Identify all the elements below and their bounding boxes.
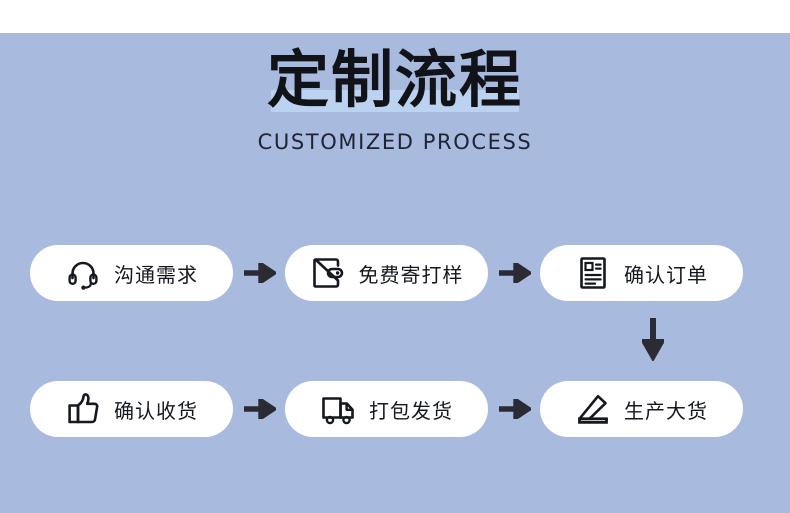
order-document-icon [575,255,611,291]
process-step-pack-ship[interactable]: 打包发货 [285,381,488,437]
process-step-bulk-production[interactable]: 生产大货 [540,381,743,437]
heading-block: 定制流程 CUSTOMIZED PROCESS [0,43,790,154]
process-step-confirm-receipt[interactable]: 确认收货 [30,381,233,437]
top-white-strip [0,0,790,33]
arrow-right-icon [233,399,285,419]
process-step-confirm-order[interactable]: 确认订单 [540,245,743,301]
arrow-right-icon [488,399,540,419]
arrow-right-icon [488,263,540,283]
process-row-1: 沟通需求 免费寄打样 [30,245,760,301]
wallet-icon [310,255,346,291]
arrow-down-icon [637,312,669,364]
title-highlight-bar [270,89,519,112]
thumbs-up-icon [65,391,101,427]
process-step-label: 确认收货 [114,398,198,423]
process-step-communicate[interactable]: 沟通需求 [30,245,233,301]
pen-production-icon [575,391,611,427]
headset-icon [65,255,101,291]
title-wrap: 定制流程 [266,43,523,116]
process-step-label: 免费寄打样 [358,262,464,287]
arrow-right-icon [233,263,285,283]
process-step-free-sample[interactable]: 免费寄打样 [285,245,488,301]
process-step-label: 沟通需求 [114,262,198,287]
process-step-label: 打包发货 [369,398,453,423]
page-title: 定制流程 [266,43,523,116]
process-step-label: 确认订单 [624,262,708,287]
process-step-label: 生产大货 [624,398,708,423]
delivery-truck-icon [320,391,356,427]
page-subtitle: CUSTOMIZED PROCESS [257,129,533,154]
process-row-2: 确认收货 打包发货 [30,381,760,437]
